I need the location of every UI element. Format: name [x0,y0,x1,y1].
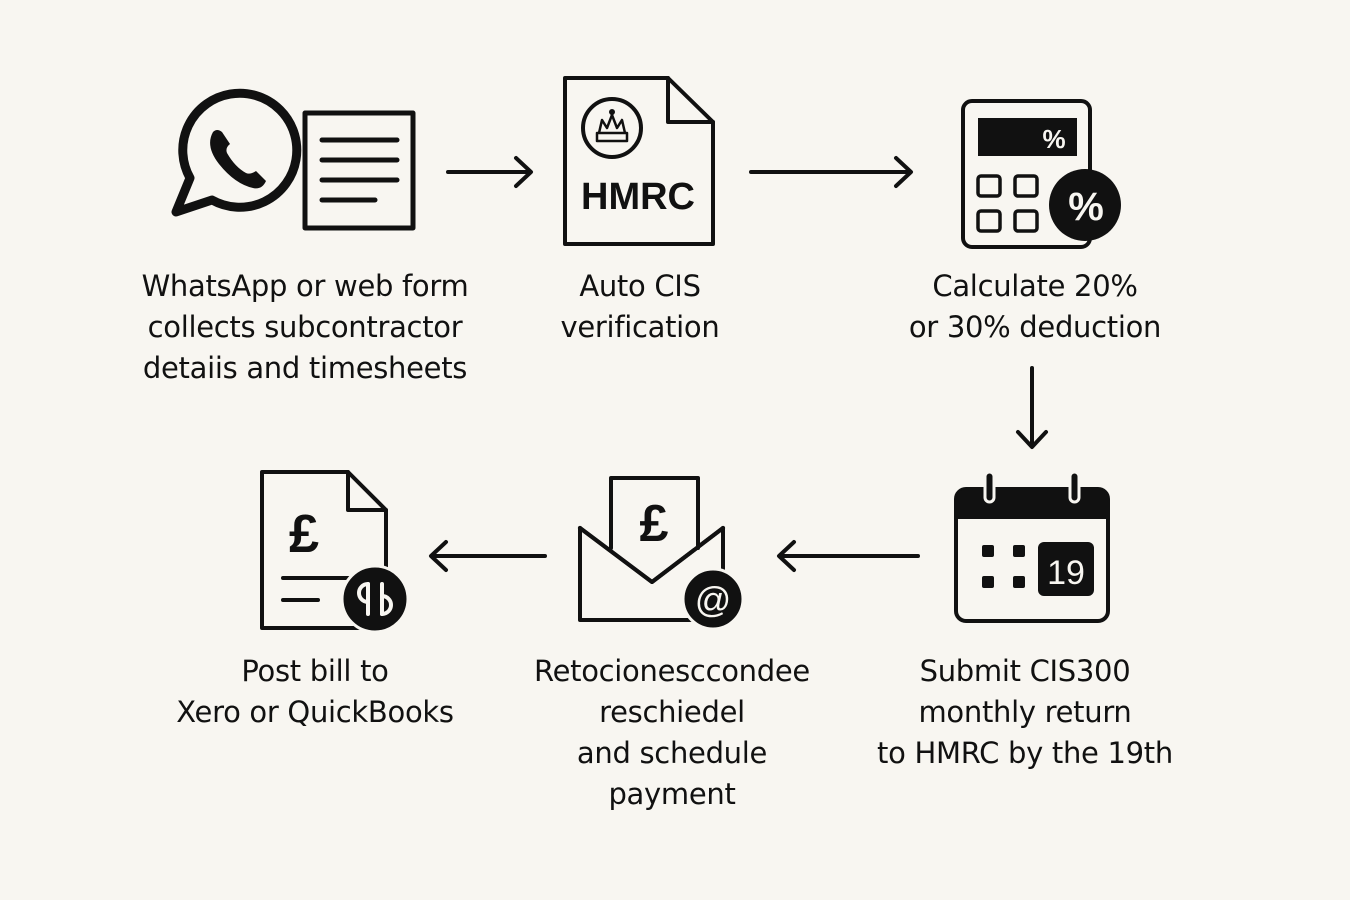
label-line: and schedule [576,736,768,770]
label-line: monthly return [918,695,1132,729]
label-line: reschiedel [599,695,745,729]
hmrc-document-icon: HMRC [563,76,715,246]
quickbooks-logo-icon [357,582,393,616]
label-line: Xero or QuickBooks [176,695,454,729]
step-calculate-label: Calculate 20% or 30% deduction [870,266,1200,348]
calendar-day-text: 19 [1047,554,1085,592]
label-line: or 30% deduction [908,310,1162,344]
step-reconcile-label: Retocionesccondee reschiedel and schedul… [512,651,832,815]
label-line: Post bill to [241,654,389,688]
label-line: collects subcontractor [147,310,463,344]
pound-bill-quickbooks-icon: £ [260,470,410,634]
flow-arrow-left [429,540,547,572]
label-line: Calculate 20% [932,269,1138,303]
calendar-icon: 19 [954,470,1110,623]
flow-arrow-down [1016,366,1048,449]
percent-badge-text: % [1068,185,1104,229]
web-form-icon [302,110,416,231]
whatsapp-icon [171,88,302,217]
pound-envelope-icon: £ @ [578,476,745,631]
label-line: WhatsApp or web form [141,269,469,303]
step-submit-label: Submit CIS300 monthly return to HMRC by … [860,651,1190,774]
flow-arrow-right [749,156,913,188]
label-line: detaiis and timesheets [142,351,468,385]
label-line: payment [608,777,736,811]
calculator-display-text: % [1042,124,1065,154]
envelope-pound-text: £ [640,495,669,553]
label-line: Submit CIS300 [919,654,1131,688]
bill-pound-text: £ [289,504,319,564]
flow-arrow-right [446,156,533,188]
step-post-label: Post bill to Xero or QuickBooks [155,651,475,733]
hmrc-icon-text: HMRC [581,176,695,218]
label-line: verification [560,310,720,344]
flow-arrow-left [777,540,920,572]
email-at-text: @ [695,579,732,620]
calculator-percent-icon: % % [961,99,1121,249]
step-verify-label: Auto CIS verification [510,266,770,348]
step-collect-label: WhatsApp or web form collects subcontrac… [105,266,505,389]
label-line: to HMRC by the 19th [877,736,1173,770]
label-line: Auto CIS [579,269,701,303]
label-line: Retocionesccondee [534,654,810,688]
